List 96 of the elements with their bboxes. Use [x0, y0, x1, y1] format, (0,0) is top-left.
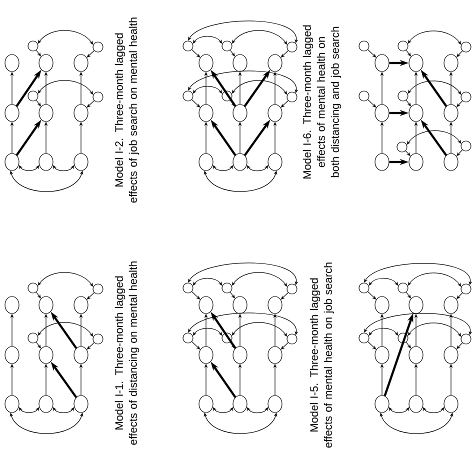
- residual-circle: [286, 92, 298, 102]
- residual-circle: [182, 282, 194, 294]
- residual-circle: [222, 332, 232, 344]
- ellipse-node: [38, 54, 54, 72]
- ellipse-node: [4, 346, 20, 364]
- residual-circle: [286, 42, 298, 52]
- residual-circle: [358, 282, 370, 294]
- ellipse-node: [4, 296, 20, 314]
- ellipse-node: [38, 153, 54, 171]
- ellipse-node: [232, 153, 248, 171]
- ellipse-node: [374, 346, 390, 364]
- ellipse-node: [444, 395, 458, 413]
- caption: Model I-5. Three-month lagged effects of mental health on job search: [310, 262, 334, 448]
- ellipse-node: [408, 104, 424, 122]
- residual-circle: [398, 40, 408, 52]
- ellipse-node: [444, 296, 458, 314]
- curved-arrow: [212, 165, 234, 171]
- caption: Model I-2. Three-month lagged effects of job search on mental health: [114, 18, 140, 203]
- residual-circle: [28, 282, 38, 294]
- residual-circle: [28, 90, 38, 102]
- residual-circle: [286, 334, 298, 344]
- residual-circle: [92, 92, 104, 102]
- ellipse-node: [4, 395, 20, 413]
- curved-arrow: [52, 165, 74, 172]
- ellipse-node: [74, 296, 88, 314]
- residual-circle: [460, 334, 472, 344]
- ellipse-node: [268, 104, 282, 122]
- residual-circle: [182, 90, 194, 102]
- ellipse-node: [408, 346, 424, 364]
- ellipse-node: [4, 153, 20, 171]
- ellipse-node: [232, 395, 248, 413]
- residual-circle: [92, 42, 104, 52]
- ellipse-node: [408, 296, 424, 314]
- ellipse-node: [198, 346, 214, 364]
- ellipse-node: [232, 296, 248, 314]
- residual-circle: [398, 332, 408, 344]
- ellipse-node: [374, 54, 390, 72]
- ellipse-node: [38, 104, 54, 122]
- residual-circle: [28, 332, 38, 344]
- ellipse-node: [268, 54, 282, 72]
- ellipse-node: [268, 153, 282, 171]
- ellipse-node: [268, 296, 282, 314]
- ellipse-node: [444, 153, 458, 171]
- residual-circle: [358, 40, 370, 52]
- ellipse-node: [374, 153, 390, 171]
- ellipse-node: [444, 346, 458, 364]
- ellipse-node: [74, 54, 88, 72]
- ellipse-node: [232, 104, 248, 122]
- residual-circle: [460, 42, 472, 52]
- curved-arrow: [246, 165, 268, 172]
- ellipse-node: [38, 346, 54, 364]
- ellipse-node: [198, 153, 214, 171]
- ellipse-node: [268, 395, 282, 413]
- ellipse-node: [38, 296, 54, 314]
- residual-circle: [396, 142, 408, 152]
- residual-circle: [358, 90, 370, 102]
- residual-circle: [398, 90, 408, 102]
- residual-circle: [182, 40, 194, 52]
- residual-circle: [222, 90, 232, 102]
- ellipse-node: [198, 395, 214, 413]
- ellipse-node: [198, 104, 214, 122]
- residual-circle: [92, 334, 104, 344]
- residual-circle: [398, 282, 408, 294]
- residual-circle: [460, 140, 472, 152]
- curved-arrow: [18, 165, 40, 171]
- ellipse-node: [408, 395, 424, 413]
- ellipse-node: [232, 54, 248, 72]
- ellipse-node: [4, 54, 20, 72]
- ellipse-node: [74, 104, 88, 122]
- caption: Model I-6. Three-month lagged effects of mental health on both distancing and job search: [302, 25, 342, 178]
- ellipse-node: [38, 395, 54, 413]
- ellipse-node: [408, 54, 424, 72]
- residual-circle: [460, 284, 472, 294]
- residual-circle: [28, 40, 38, 52]
- residual-circle: [460, 92, 472, 102]
- ellipse-node: [74, 346, 88, 364]
- ellipse-node: [232, 346, 248, 364]
- ellipse-node: [268, 346, 282, 364]
- ellipse-node: [4, 104, 20, 122]
- caption: Model I-1. Three-month lagged effects of distancing on mental health: [114, 262, 140, 445]
- ellipse-node: [374, 296, 390, 314]
- residual-circle: [222, 282, 232, 294]
- residual-circle: [222, 40, 232, 52]
- ellipse-node: [74, 153, 88, 171]
- ellipse-node: [408, 153, 424, 171]
- residual-circle: [92, 284, 104, 294]
- residual-circle: [358, 332, 370, 344]
- ellipse-node: [444, 54, 458, 72]
- residual-circle: [182, 332, 194, 344]
- ellipse-node: [374, 104, 390, 122]
- ellipse-node: [198, 54, 214, 72]
- ellipse-node: [74, 395, 88, 413]
- ellipse-node: [198, 296, 214, 314]
- residual-circle: [286, 284, 298, 294]
- ellipse-node: [374, 395, 390, 413]
- ellipse-node: [444, 104, 458, 122]
